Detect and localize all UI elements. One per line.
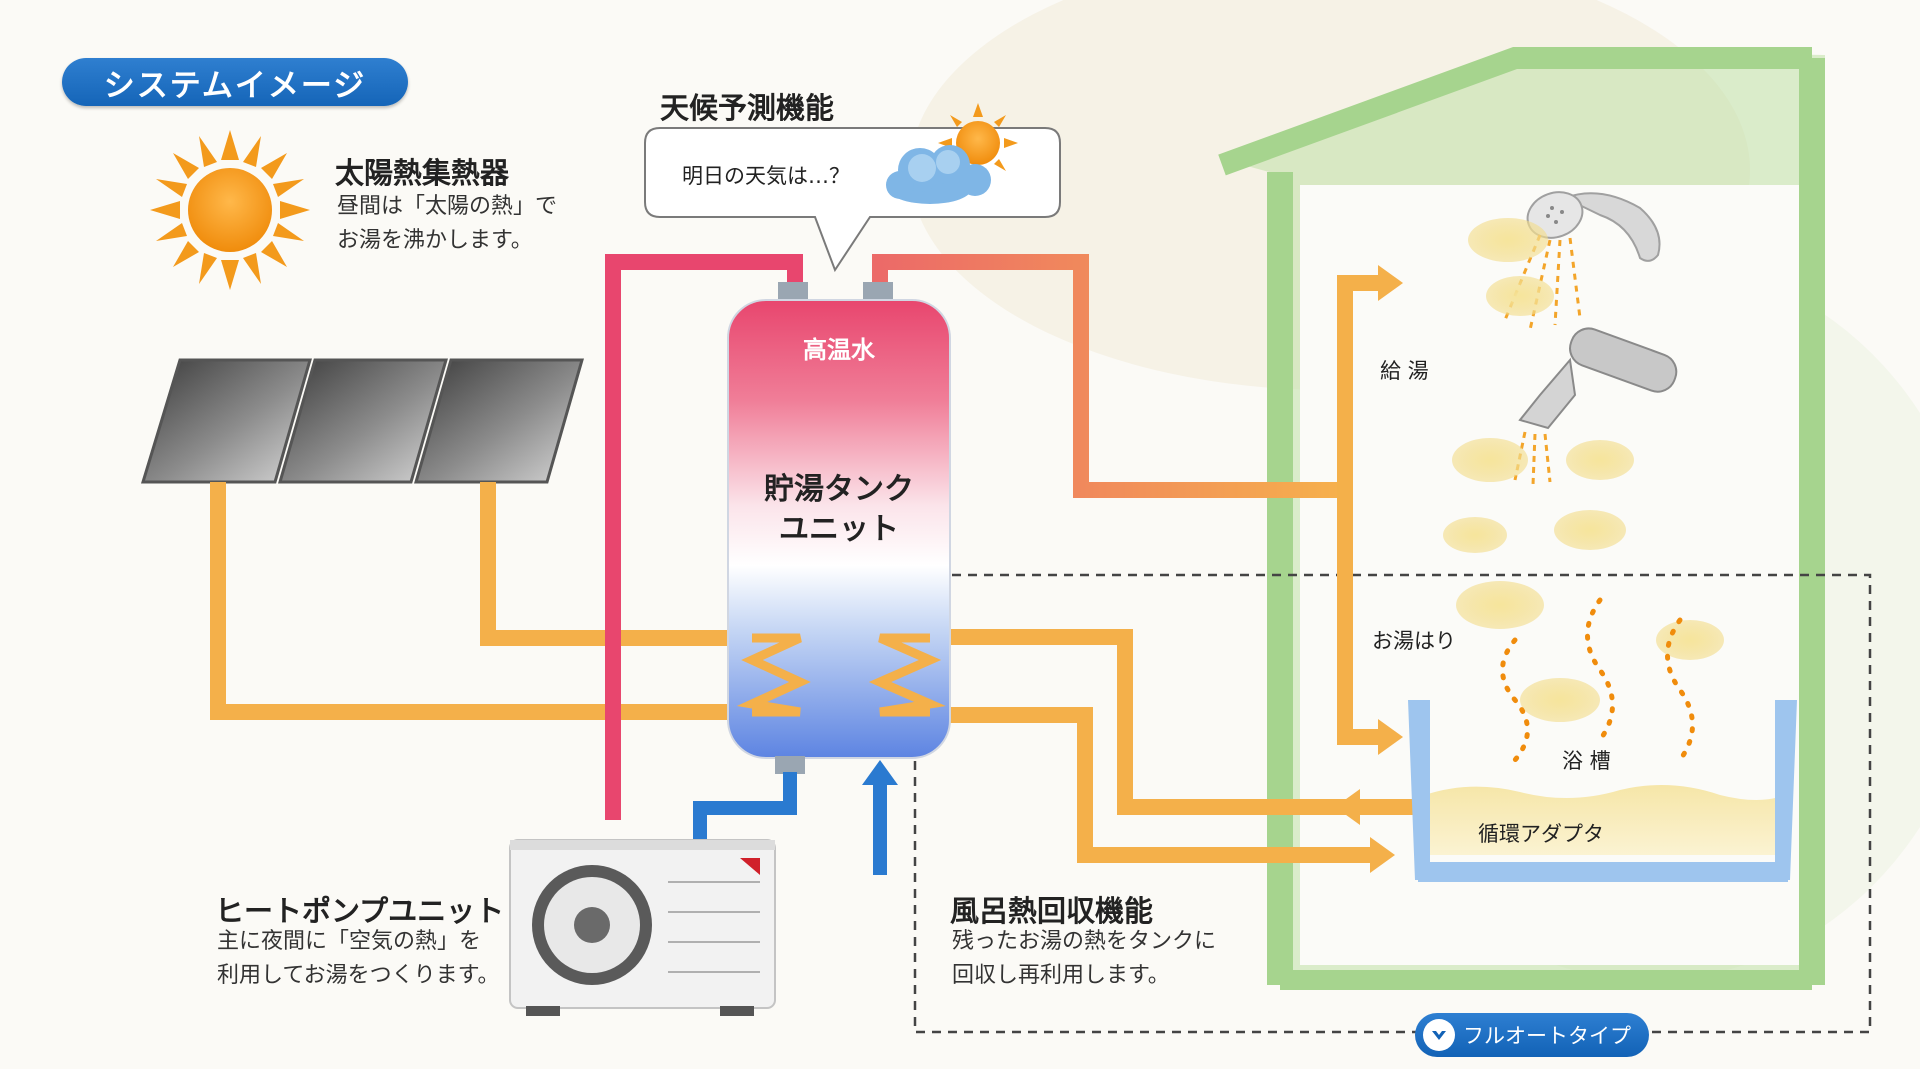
recovery-out-arrow [1335, 789, 1360, 825]
system-image-badge: システムイメージ [62, 58, 408, 106]
bath-fill-arrow-head [1378, 719, 1403, 755]
cloud-sun-icon [886, 103, 1018, 204]
weather-forecast-title: 天候予測機能 [660, 91, 835, 125]
heat-pump-hot-pipe [605, 254, 803, 820]
bathtub-label: 浴 槽 [1562, 749, 1611, 773]
sun-icon [150, 130, 310, 290]
chevron-down-icon [1423, 1019, 1455, 1051]
supply-arrow-head [1378, 265, 1403, 301]
weather-bubble-text: 明日の天気は…？ [682, 164, 850, 188]
heat-pump-title: ヒートポンプユニット [215, 894, 505, 928]
bath-heat-recovery-line-2: 回収し再利用します。 [952, 963, 1170, 988]
recovery-loop-pipe [880, 629, 1445, 863]
circulation-adapter-label: 循環アダプタ [1478, 822, 1604, 846]
air-conditioner-icon [509, 839, 776, 1016]
bath-heat-recovery-line-1: 残ったお湯の熱をタンクに [952, 929, 1217, 954]
heat-pump-line-2: 利用してお湯をつくります。 [217, 963, 500, 988]
cold-inlet-arrow [862, 760, 898, 785]
bath-heat-recovery-title: 風呂熱回収機能 [950, 894, 1154, 928]
hot-water-supply-label: 給 湯 [1380, 359, 1429, 383]
steam-dots [1500, 597, 1695, 763]
tank-label-line-2: ユニット [779, 512, 899, 547]
solar-collector-line-1: 昼間は「太陽の熱」で [337, 194, 558, 219]
bath-filling-label: お湯はり [1372, 629, 1456, 653]
cold-pipe [693, 772, 887, 875]
full-auto-type-label: フルオートタイプ [1463, 1024, 1631, 1048]
tank-top-label: 高温水 [803, 336, 875, 364]
tank-label-line-1: 貯湯タンク [764, 472, 914, 507]
hot-supply-pipe [872, 254, 1345, 498]
solar-loop-pipe [210, 482, 760, 720]
solar-collector-line-2: お湯を沸かします。 [337, 228, 533, 253]
recovery-return-arrow [1370, 837, 1395, 873]
heat-pump-line-1: 主に夜間に「空気の熱」を [217, 929, 482, 954]
solar-panel-icon [140, 358, 584, 484]
solar-collector-title: 太陽熱集熱器 [335, 156, 510, 190]
tank-coils [736, 633, 946, 717]
bathtub-icon [1408, 700, 1797, 882]
full-auto-type-badge: フルオートタイプ [1415, 1013, 1649, 1057]
